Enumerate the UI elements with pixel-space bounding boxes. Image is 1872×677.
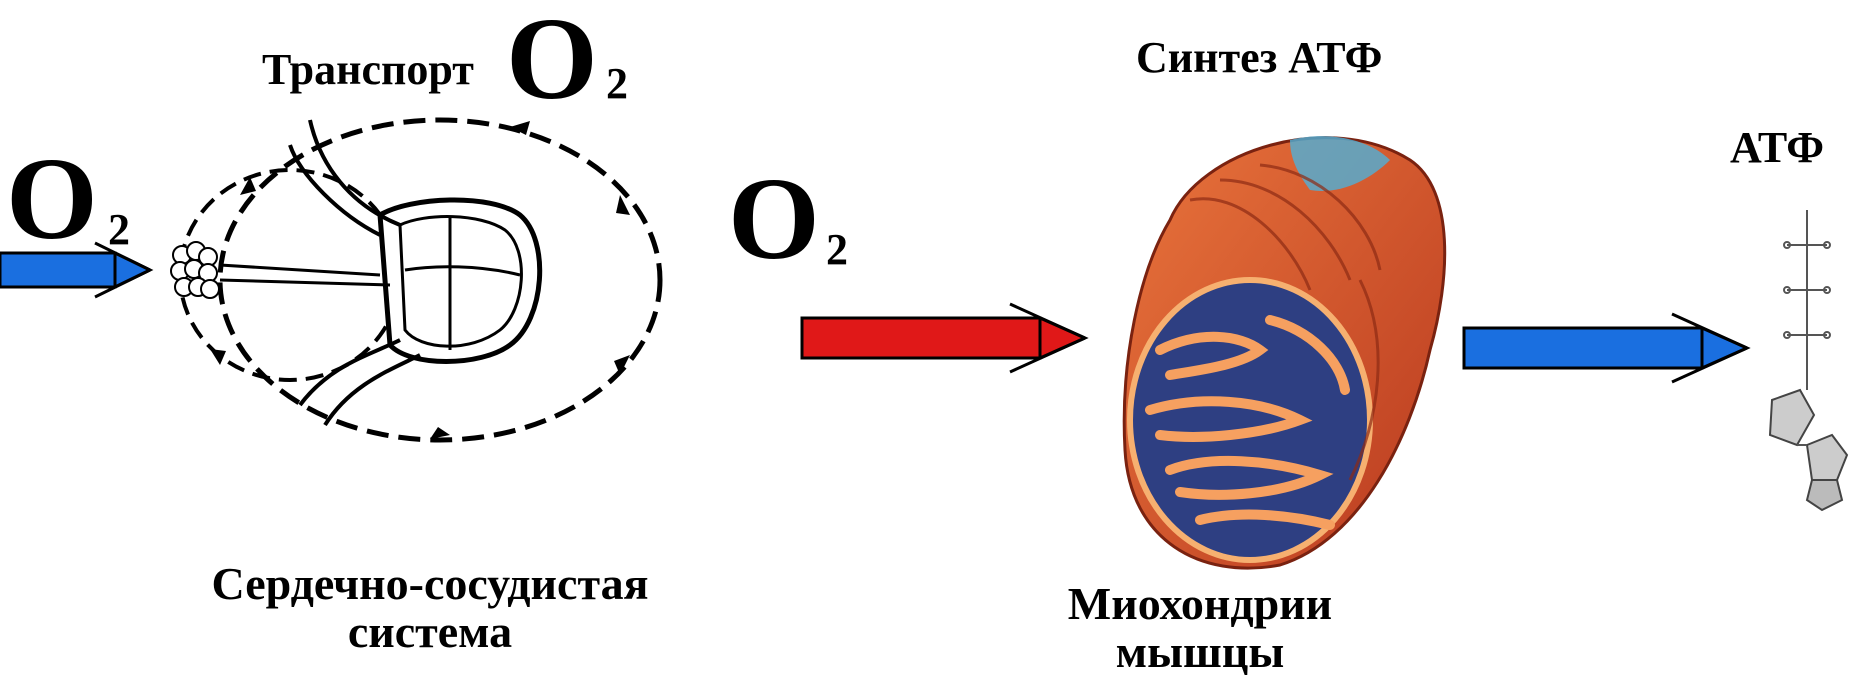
o2-transport-subscript: 2 [606,62,628,106]
o2-middle-symbol: O [728,160,820,278]
o2-middle-subscript: 2 [826,228,848,272]
o2-transport-symbol: O [506,0,598,118]
heart-circulation-diagram-icon [150,105,670,455]
blue-arrow-left [0,247,160,297]
red-arrow-middle [800,310,1090,370]
transport-label: Транспорт [262,44,474,95]
mitochondria-caption: Миохондрии мышцы [1030,580,1370,677]
o2-left-symbol: O [6,140,98,258]
blue-arrow-right [1462,320,1752,380]
mitochondrion-icon [1110,120,1470,580]
o2-left-subscript: 2 [108,208,130,252]
cardiovascular-caption: Сердечно-сосудистая система [170,560,690,657]
atp-label: АТФ [1730,122,1824,173]
atp-molecule-icon [1752,200,1862,510]
synthesis-atp-label: Синтез АТФ [1136,32,1382,83]
